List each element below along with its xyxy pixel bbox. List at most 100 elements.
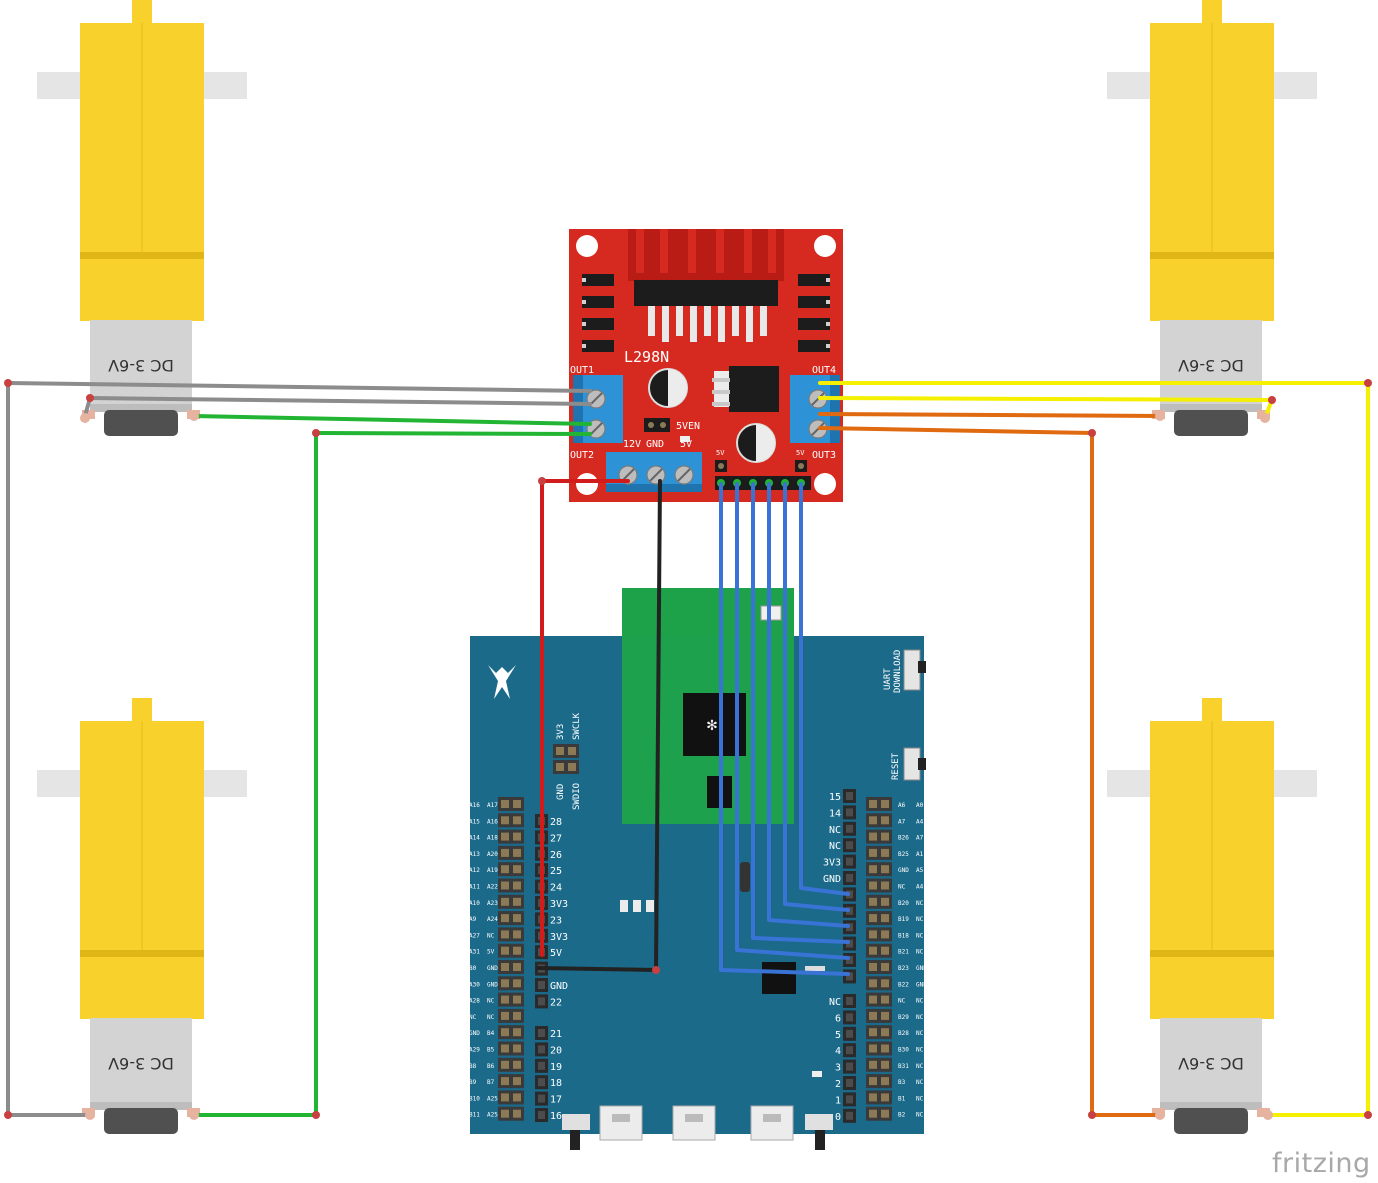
pin-label: GND xyxy=(916,981,927,988)
pin-label: NC xyxy=(916,916,924,923)
pin-label: 14 xyxy=(829,808,841,819)
usb-port-2 xyxy=(672,1105,716,1141)
header-pin xyxy=(498,845,524,860)
pin-label: NC xyxy=(469,1014,477,1021)
header-pin xyxy=(498,927,524,942)
pin-label: B30 xyxy=(898,1047,909,1054)
pin-label: A29 xyxy=(469,1047,480,1054)
pin-label: 3 xyxy=(835,1063,841,1074)
reset-label: RESET xyxy=(891,752,901,780)
header-pin xyxy=(866,1106,892,1121)
pin-label: GND xyxy=(916,965,927,972)
pin-label: 2 xyxy=(835,1079,841,1090)
terminal-out34[interactable] xyxy=(790,375,840,443)
header-pin xyxy=(866,1057,892,1072)
pin-label: A12 xyxy=(469,867,480,874)
pin-label: 18 xyxy=(550,1078,562,1089)
pin-label: A23 xyxy=(487,900,498,907)
header-pin xyxy=(866,943,892,958)
pin-label: NC xyxy=(916,1014,924,1021)
pin-label: 17 xyxy=(550,1095,562,1106)
header-pin xyxy=(843,871,856,885)
pin-label: B9 xyxy=(469,1079,477,1086)
header-pin xyxy=(843,1076,856,1090)
header-pin xyxy=(498,943,524,958)
pin-label: B18 xyxy=(898,932,909,939)
pin-label: A25 xyxy=(487,1112,498,1119)
header-pin xyxy=(843,1010,856,1025)
header-pin xyxy=(866,1008,892,1023)
pin-label: B10 xyxy=(469,1095,480,1102)
pin-label: A17 xyxy=(487,802,498,809)
header-pin xyxy=(866,797,892,811)
pin-label: NC xyxy=(829,841,841,852)
pin-label: 20 xyxy=(550,1045,562,1056)
header-pin xyxy=(843,789,856,803)
pin-label: A7 xyxy=(898,818,906,825)
pin-label: B25 xyxy=(898,851,909,858)
pin-5v-left: 5V xyxy=(716,449,725,457)
out4-label: OUT4 xyxy=(812,365,836,376)
pin-label: NC xyxy=(898,998,906,1005)
pin-label: 19 xyxy=(550,1062,562,1073)
pin-label: A1 xyxy=(916,851,924,858)
pin-label: 24 xyxy=(550,883,562,894)
pin-label: 27 xyxy=(550,833,562,844)
pin-label: 3V3 xyxy=(823,858,841,869)
terminal-out12[interactable] xyxy=(573,375,623,443)
header-pin xyxy=(535,1042,548,1057)
pin-label: 23 xyxy=(550,915,562,926)
pin-label: 4 xyxy=(835,1046,841,1057)
header-pin xyxy=(498,797,524,811)
board-logo-icon xyxy=(488,665,516,699)
header-pin xyxy=(498,862,524,877)
pin-label: 25 xyxy=(550,866,562,877)
header-pin xyxy=(535,1091,548,1106)
pin-label: 5V xyxy=(550,948,562,959)
header-pin xyxy=(843,1092,856,1107)
pin-label: B5 xyxy=(487,1047,495,1054)
pin-label: 16 xyxy=(550,1111,562,1122)
usb-port-3 xyxy=(750,1105,794,1141)
pin-label: B4 xyxy=(487,1030,495,1037)
out2-label: OUT2 xyxy=(570,450,594,461)
swd-label-swclk: SWCLK xyxy=(572,712,582,740)
pin-label: NC xyxy=(916,1047,924,1054)
pin-label: NC xyxy=(898,884,906,891)
pin-label: B3 xyxy=(898,1079,906,1086)
pin-label: B6 xyxy=(487,1063,495,1070)
pin-label: B22 xyxy=(898,981,909,988)
header-pin xyxy=(866,1025,892,1040)
pin-label: B26 xyxy=(898,835,909,842)
pin-label: 3V3 xyxy=(550,932,568,943)
pin-label: B29 xyxy=(898,1014,909,1021)
pin-label: 22 xyxy=(550,997,562,1008)
pin-label: B28 xyxy=(898,1030,909,1037)
l298n-driver: L298N 5VEN OUT1 OUT2 OUT4 OUT3 12V GND 5… xyxy=(569,229,843,502)
header-pin xyxy=(535,994,548,1009)
header-pin xyxy=(535,1108,548,1122)
pin-label: GND xyxy=(487,981,498,988)
pin-label: A4 xyxy=(916,818,924,825)
pin-label: B7 xyxy=(487,1079,495,1086)
pin-label: A27 xyxy=(469,932,480,939)
wire-orange xyxy=(818,412,1162,1117)
pin-label: A19 xyxy=(487,867,498,874)
header-pin xyxy=(866,911,892,926)
terminal-power[interactable] xyxy=(606,452,702,492)
pin-label: A18 xyxy=(487,835,498,842)
header-pin xyxy=(866,813,892,828)
pin-label: 21 xyxy=(550,1029,562,1040)
motor-bottom-right: DC 3-6V xyxy=(1106,697,1318,1135)
power-label-gnd: GND xyxy=(646,439,664,450)
pin-label: B11 xyxy=(469,1112,480,1119)
pin-label: B8 xyxy=(469,1063,477,1070)
header-pin xyxy=(866,845,892,860)
pin-label: NC xyxy=(916,932,924,939)
out3-label: OUT3 xyxy=(812,450,836,461)
pin-label: GND xyxy=(469,1030,480,1037)
pin-label: NC xyxy=(829,825,841,836)
header-pin xyxy=(498,813,524,828)
